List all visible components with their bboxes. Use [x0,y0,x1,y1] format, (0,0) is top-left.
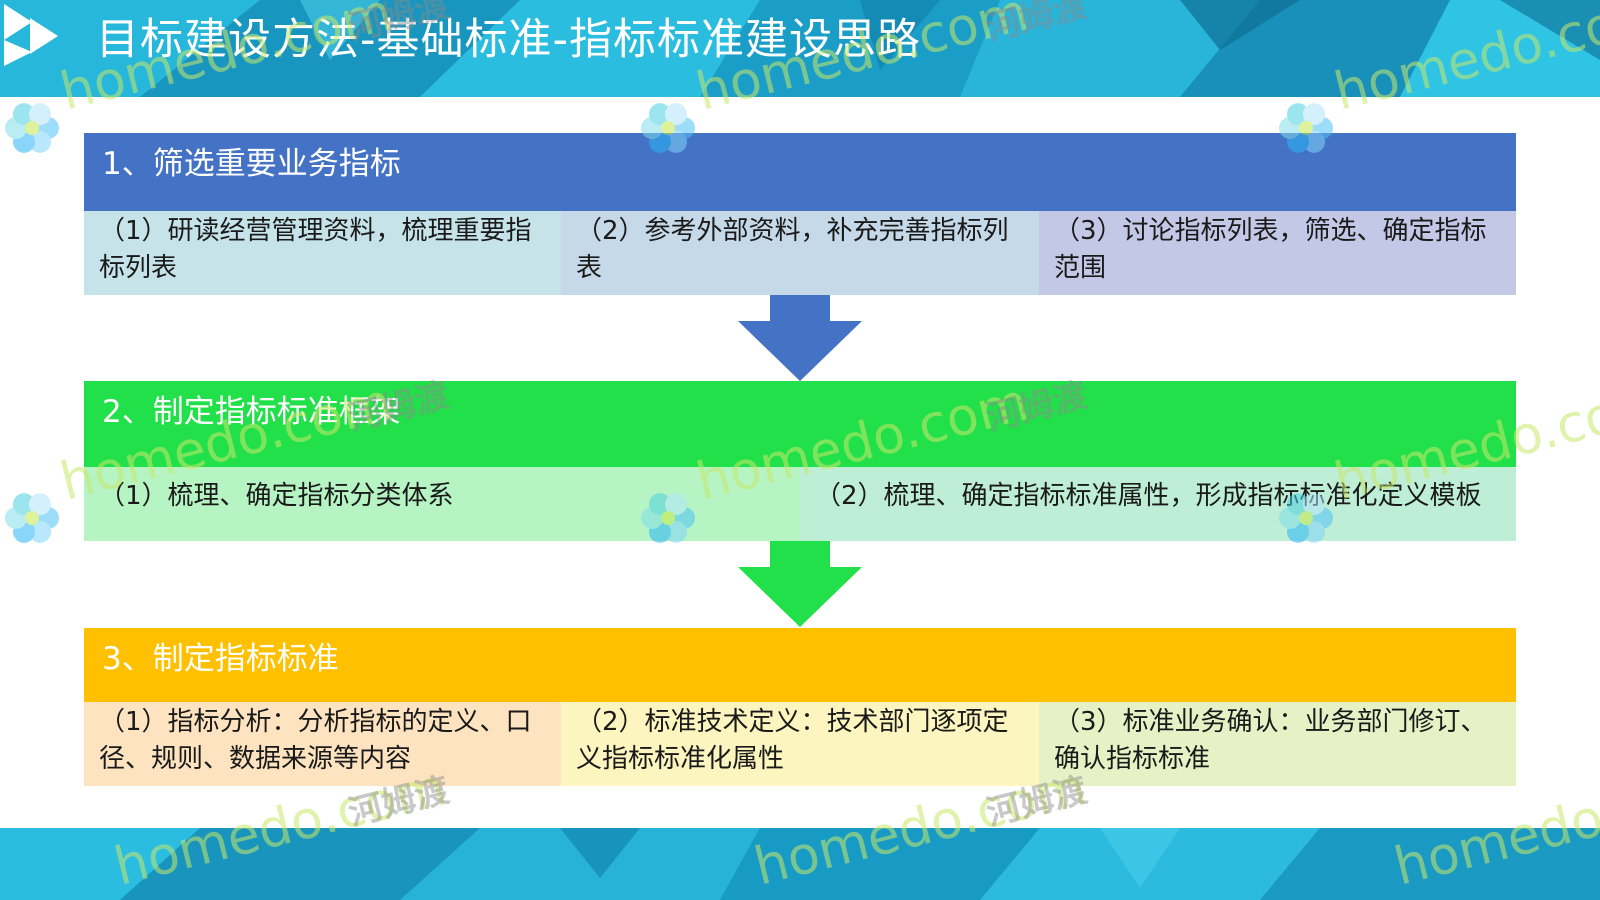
footer-band-texture [0,828,1600,900]
step-3-title: 3、制定指标标准 [102,641,339,677]
step-3-header: 3、制定指标标准 [84,628,1516,714]
step-2-title: 2、制定指标标准框架 [102,394,401,430]
step-1-item-3: （3）讨论指标列表，筛选、确定指标范围 [1039,211,1516,295]
step-3-item-2: （2）标准技术定义：技术部门逐项定义指标标准化属性 [561,702,1039,786]
down-arrow-icon [738,295,862,381]
step-1-item-1: （1）研读经营管理资料，梳理重要指标列表 [84,211,561,295]
footer-band [0,828,1600,900]
down-arrow-icon [738,541,862,627]
step-1-title: 1、筛选重要业务指标 [102,146,401,182]
watermark-flower-icon [5,493,59,543]
header-band: 目标建设方法-基础标准-指标标准建设思路 [0,0,1600,97]
step-2-item-1: （1）梳理、确定指标分类体系 [84,467,800,541]
step-3-item-1: （1）指标分析：分析指标的定义、口径、规则、数据来源等内容 [84,702,561,786]
play-forward-icon [4,4,58,66]
watermark-flower-icon [5,103,59,153]
page-title: 目标建设方法-基础标准-指标标准建设思路 [96,15,922,65]
step-3-item-3: （3）标准业务确认：业务部门修订、确认指标标准 [1039,702,1516,786]
step-1-header: 1、筛选重要业务指标 [84,133,1516,219]
step-2-header: 2、制定指标标准框架 [84,381,1516,467]
header-band-texture [0,0,1600,97]
step-2-item-2: （2）梳理、确定指标标准属性，形成指标标准化定义模板 [800,467,1516,541]
step-1-item-2: （2）参考外部资料，补充完善指标列表 [561,211,1039,295]
